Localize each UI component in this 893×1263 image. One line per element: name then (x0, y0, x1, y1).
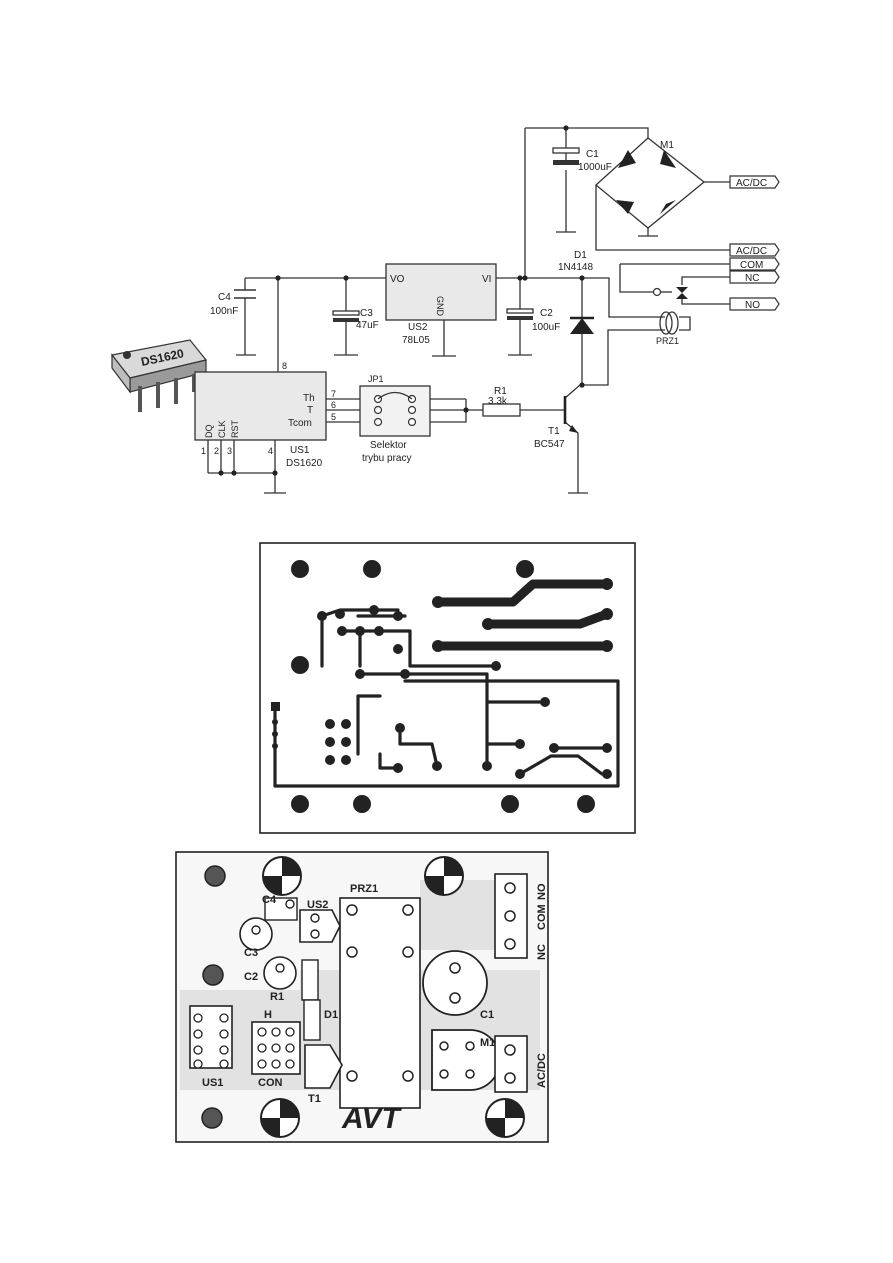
c3-value: 47uF (356, 320, 379, 331)
m1-ref: M1 (660, 140, 674, 151)
c1-value: 1000uF (578, 162, 612, 173)
c2-value: 100uF (532, 322, 560, 333)
us1-pin-tcom: Tcom (288, 418, 312, 429)
us2-ref: US2 (408, 322, 428, 333)
us1-pin3: 3 (227, 446, 232, 456)
asm-label-r1: R1 (270, 991, 284, 1003)
us1-pin2: 2 (214, 446, 219, 456)
tag-acdc-top: AC/DC (736, 178, 767, 189)
asm-label-th: H (264, 1009, 272, 1021)
capacitor-c2: C2 100uF (506, 308, 560, 333)
selector-line2: trybu pracy (362, 453, 411, 464)
relay-coil-prz1: PRZ1 (656, 311, 679, 346)
us1-pin4: 4 (268, 446, 273, 456)
selector-line1: Selektor (370, 440, 407, 451)
c4-ref: C4 (218, 292, 231, 303)
asm-label-no: NO (536, 883, 548, 900)
asm-label-acdc: AC/DC (536, 1053, 548, 1088)
us1-pin-clk: CLK (217, 420, 227, 438)
tag-com: COM (740, 260, 763, 271)
us1-pin-t: T (307, 405, 313, 416)
us1-value: DS1620 (286, 458, 323, 469)
us1-pin8: 8 (282, 361, 287, 371)
us1-pin5: 5 (331, 412, 336, 422)
asm-label-c2: C2 (244, 971, 258, 983)
asm-label-con: CON (258, 1077, 283, 1089)
us1-pin-dq: DQ (204, 425, 214, 439)
jumper-jp1: JP1 Selektor trybu pracy (359, 374, 431, 464)
resistor-r1: R1 3.3k (482, 386, 521, 417)
us1-ref: US1 (290, 445, 310, 456)
transistor-t1: T1 BC547 (534, 396, 578, 450)
capacitor-c3: C3 47uF (332, 308, 379, 331)
relay-contact (652, 287, 688, 299)
us2-pin-vi: VI (482, 274, 491, 285)
regulator-us2: VO VI GND US2 78L05 (385, 263, 497, 346)
t1-ref: T1 (548, 426, 560, 437)
avt-logo: AVT (341, 1102, 402, 1135)
prz1-ref: PRZ1 (656, 336, 679, 346)
asm-label-us2: US2 (307, 899, 328, 911)
asm-label-t1: T1 (308, 1093, 321, 1105)
schematic-diagram: C1 1000uF M1 AC/DC AC/DC COM NC NO PRZ1 (110, 125, 780, 494)
bridge-rectifier-m1: M1 (595, 137, 706, 229)
tag-no: NO (745, 300, 760, 311)
c3-ref: C3 (360, 308, 373, 319)
mounting-holes (201, 856, 525, 1138)
us2-pin-vo: VO (390, 274, 405, 285)
ds1620-chip-picture: DS1620 (110, 339, 208, 412)
us1-pin-th: Th (303, 393, 315, 404)
d1-value: 1N4148 (558, 262, 593, 273)
us1-pin-rst: RST (230, 419, 240, 438)
pcb-copper-layout (259, 542, 636, 834)
pcb-assembly-layout: C4 US2 PRZ1 C3 C2 R1 D1 H US1 CON T1 C1 … (175, 851, 549, 1143)
jp1-ref: JP1 (368, 374, 384, 384)
c4-value: 100nF (210, 306, 238, 317)
c2-ref: C2 (540, 308, 553, 319)
asm-label-c1: C1 (480, 1009, 494, 1021)
us2-pin-gnd: GND (435, 296, 445, 317)
c1-ref: C1 (586, 149, 599, 160)
asm-label-c3: C3 (244, 947, 258, 959)
d1-ref: D1 (574, 250, 587, 261)
sensor-us1: 8 Th T Tcom 7 6 5 DQ CLK RST 1 2 3 4 US1… (194, 361, 336, 469)
capacitor-c4: C4 100nF (210, 289, 256, 317)
t1-value: BC547 (534, 439, 565, 450)
schematic-wires (207, 127, 730, 494)
asm-label-d1: D1 (324, 1009, 338, 1021)
us1-pin7: 7 (331, 389, 336, 399)
r1-ref: R1 (494, 386, 507, 397)
pcb-pads (291, 560, 613, 813)
capacitor-c1: C1 1000uF (552, 147, 612, 173)
asm-label-nc: NC (536, 944, 548, 960)
tag-nc: NC (745, 273, 759, 284)
tag-acdc: AC/DC (736, 246, 767, 257)
us1-pin1: 1 (201, 446, 206, 456)
asm-label-prz1: PRZ1 (350, 883, 378, 895)
us2-value: 78L05 (402, 335, 430, 346)
asm-label-c4: C4 (262, 894, 277, 906)
asm-label-m1: M1 (480, 1037, 495, 1049)
junction-dots (218, 125, 585, 476)
us1-pin6: 6 (331, 400, 336, 410)
asm-label-com: COM (536, 904, 548, 930)
r1-value: 3.3k (488, 396, 508, 407)
asm-label-us1: US1 (202, 1077, 223, 1089)
connector-tags: AC/DC AC/DC COM NC NO (729, 175, 780, 311)
diode-d1: D1 1N4148 (558, 250, 594, 334)
